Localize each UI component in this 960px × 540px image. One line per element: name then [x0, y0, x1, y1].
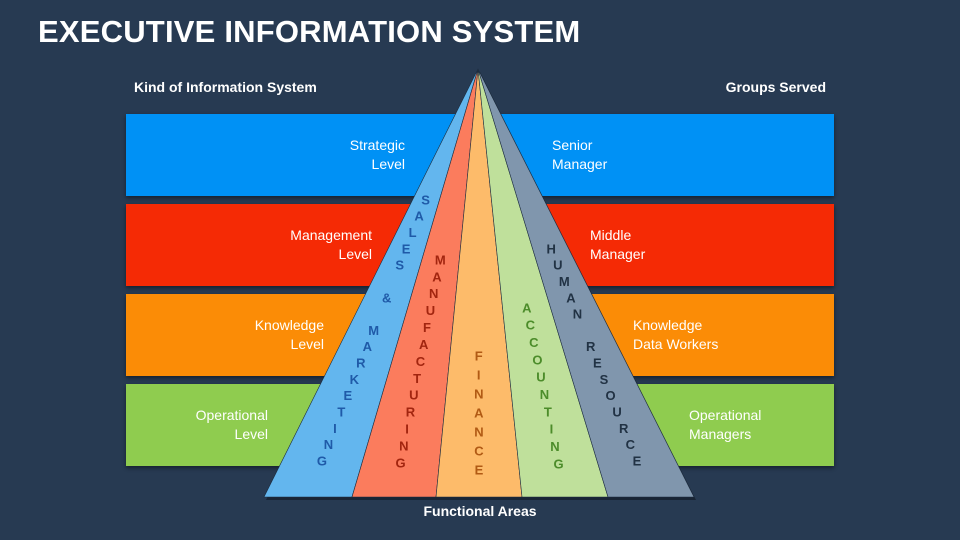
page-title: EXECUTIVE INFORMATION SYSTEM — [38, 14, 581, 49]
functional-area-letter: S — [600, 372, 609, 387]
functional-area-letter: A — [419, 337, 429, 352]
functional-area-letter: R — [406, 405, 416, 420]
functional-area-letter: T — [544, 404, 552, 419]
functional-area-letter: A — [432, 269, 442, 284]
functional-area-letter: U — [536, 370, 545, 385]
functional-area-letter: O — [532, 352, 542, 367]
functional-area-letter: F — [475, 348, 483, 363]
functional-area-letter: I — [477, 367, 481, 382]
functional-area-letter: N — [550, 439, 559, 454]
functional-area-letter: N — [324, 437, 333, 452]
functional-area-letter: M — [559, 274, 570, 289]
functional-area-letter: C — [529, 335, 539, 350]
right-column-header: Groups Served — [725, 79, 826, 95]
functional-area-letter: I — [405, 422, 409, 437]
functional-area-letter: R — [586, 339, 596, 354]
functional-area-letter: E — [475, 462, 484, 477]
functional-area-letter: T — [413, 371, 421, 386]
functional-area-letter: U — [426, 303, 435, 318]
functional-area-letter: I — [550, 422, 554, 437]
functional-area-letter: M — [368, 323, 379, 338]
functional-area-letter: M — [435, 252, 446, 267]
functional-area-letter: A — [474, 405, 484, 420]
functional-area-letter: N — [474, 386, 483, 401]
functional-areas-caption: Functional Areas — [423, 503, 537, 519]
functional-area-letter: A — [414, 209, 424, 224]
left-column-header: Kind of Information System — [134, 79, 317, 95]
functional-area-letter: A — [566, 290, 576, 305]
functional-area-letter: U — [553, 258, 562, 273]
functional-area-letter: E — [343, 388, 352, 403]
functional-area-letter: N — [474, 424, 483, 439]
functional-area-letter: G — [395, 455, 405, 470]
functional-area-letter: H — [547, 241, 556, 256]
functional-area-letter: E — [633, 453, 642, 468]
functional-area-letter: C — [416, 354, 426, 369]
functional-area-letter: & — [382, 290, 391, 305]
functional-area-letter: E — [402, 241, 411, 256]
functional-area-letter: U — [409, 388, 418, 403]
functional-area-letter: N — [399, 439, 408, 454]
functional-area-letter: I — [333, 421, 337, 436]
functional-area-letter: G — [317, 453, 327, 468]
functional-area-letter: N — [540, 387, 549, 402]
functional-area-letter: N — [429, 286, 438, 301]
functional-area-letter: R — [619, 421, 629, 436]
functional-area-letter: C — [474, 443, 484, 458]
functional-area-letter: C — [626, 437, 636, 452]
functional-area-letter: L — [409, 225, 417, 240]
functional-area-letter: C — [526, 318, 536, 333]
functional-area-letter: G — [553, 456, 563, 471]
functional-area-letter: S — [395, 258, 404, 273]
functional-area-wedge-4 — [477, 68, 695, 498]
functional-area-letter: N — [573, 307, 582, 322]
functional-area-letter: U — [612, 405, 621, 420]
functional-area-letter: A — [522, 300, 532, 315]
functional-area-letter: R — [356, 356, 366, 371]
functional-area-letter: K — [350, 372, 360, 387]
functional-area-letter: T — [337, 405, 345, 420]
functional-area-letter: O — [605, 388, 615, 403]
functional-area-letter: S — [421, 192, 430, 207]
functional-area-letter: E — [593, 356, 602, 371]
functional-area-letter: A — [363, 339, 373, 354]
functional-area-letter: F — [423, 320, 431, 335]
